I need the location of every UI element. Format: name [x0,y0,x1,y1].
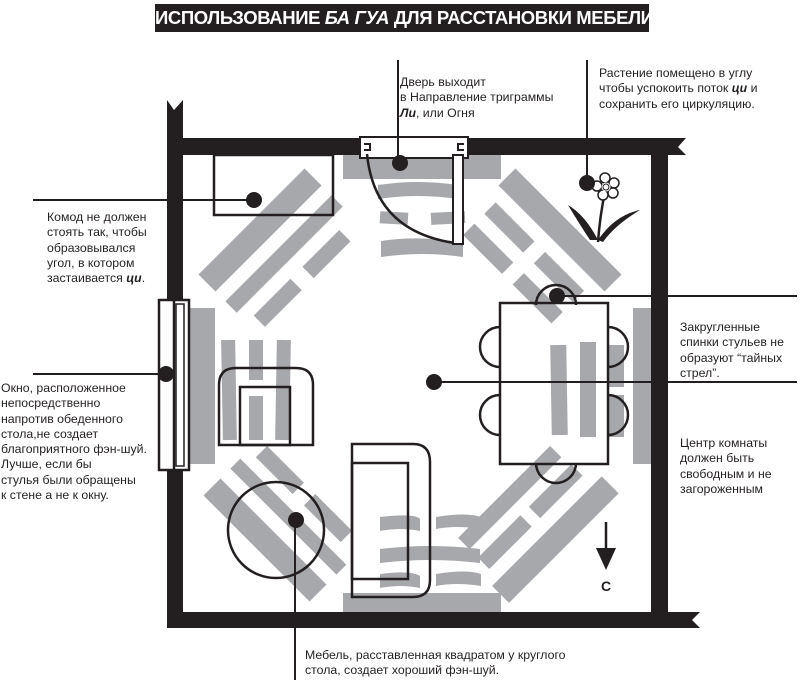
note-window: Окно, расположенное непосредственно напр… [1,381,147,503]
chair-bottom [534,462,578,485]
note-line: стрел”. [680,365,720,380]
note-emphasis: ци [126,271,142,286]
round-table [226,480,326,580]
note-line: сохранить его циркуляцию. [599,96,755,111]
chair-right-1 [607,325,630,369]
compass: С [596,522,616,594]
trigram-bottom [343,514,501,615]
callout-round-table-dot [288,512,304,528]
window [157,298,191,472]
bagua-trigrams [190,153,651,615]
note-door: Дверь выходит в Направление триграммы Ли… [400,75,553,121]
dresser [212,153,335,217]
note-line: Закругленные [680,320,760,334]
note-line: стоять так, чтобы [47,225,147,240]
note-line: Дверь выходит [400,75,486,89]
chair-left-2 [478,393,501,437]
note-line: Мебель, расставленная квадратом у кругло… [305,648,566,662]
page-title: ИСПОЛЬЗОВАНИЕ БА ГУА ДЛЯ РАССТАНОВКИ МЕБ… [155,4,654,32]
note-line: свободным и не [680,466,772,481]
note-line: Растение помещено в углу [599,66,753,80]
door-leaf [452,154,464,245]
note-text: , или Огня [415,105,475,120]
wall-bottom [167,612,700,628]
trigram-top-right [463,168,622,324]
callout-window-dot [158,366,174,382]
trigram-right [550,308,651,464]
note-text: и [747,81,758,96]
chair-right-2 [607,393,630,437]
callout-door-dot [392,155,408,171]
trigram-left [190,308,291,464]
note-line: напротив обеденного [1,411,123,426]
note-line: Лучше, если бы [1,457,92,472]
note-line: Комод не должен [47,210,147,224]
note-line: должен быть [680,451,755,466]
armchair [217,366,315,447]
note-emphasis: ци [731,81,748,96]
callout-center-dot [426,374,442,390]
chair-left-1 [478,325,501,369]
note-line: Ли, или Огня [400,106,553,121]
note-text: . [141,271,146,286]
note-plant: Растение помещено в углу чтобы успокоить… [599,66,758,112]
chair-top [534,283,578,306]
title-text: ИСПОЛЬЗОВАНИЕ [155,7,325,28]
note-line: Окно, расположенное [1,381,126,395]
note-line: образовывался [47,240,136,255]
note-line: благоприятного фэн-шуй. [1,442,147,457]
north-arrowhead-icon [596,548,616,570]
callouts [33,60,797,680]
note-line: Центр комнаты [680,436,768,450]
note-line: застаивается ци. [47,271,147,286]
door-swing-arc [365,153,464,246]
compass-label: С [601,578,611,594]
note-line: угол, в котором [47,255,135,270]
note-line: чтобы успокоить поток ци и [599,81,758,96]
note-line: спинки стульев не [680,335,784,350]
note-line: к стене а не к окну. [1,488,109,503]
note-dresser: Комод не должен стоять так, чтобы образо… [47,210,147,286]
note-line: непосредственно [1,396,101,411]
trigram-top-left [198,168,351,327]
note-round-table: Мебель, расставленная квадратом у кругло… [305,648,566,679]
note-line: в Направление триграммы [400,90,554,105]
callout-chairs-dot [549,288,565,304]
note-line: образуют “тайных [680,350,783,365]
note-text: застаивается [47,271,127,286]
note-emphasis: Ли [400,105,416,120]
plant-icon [568,172,640,243]
sofa [350,442,432,599]
note-center: Центр комнаты должен быть свободным и не… [680,436,772,497]
title-emphasis: БА ГУА [324,7,390,28]
note-chairs: Закругленные спинки стульев не образуют … [680,320,784,381]
title-text-suffix: ДЛЯ РАССТАНОВКИ МЕБЕЛИ [389,7,654,28]
callout-plant-dot [579,175,595,191]
note-line: стола, создает хороший фэн-шуй. [305,663,500,678]
note-text: чтобы успокоить поток [599,81,732,96]
callout-dresser-dot [246,192,262,208]
note-line: стулья были обращены [1,472,136,487]
note-line: загороженным [680,481,764,496]
note-line: стола,не создает [1,426,99,441]
door [359,136,469,246]
